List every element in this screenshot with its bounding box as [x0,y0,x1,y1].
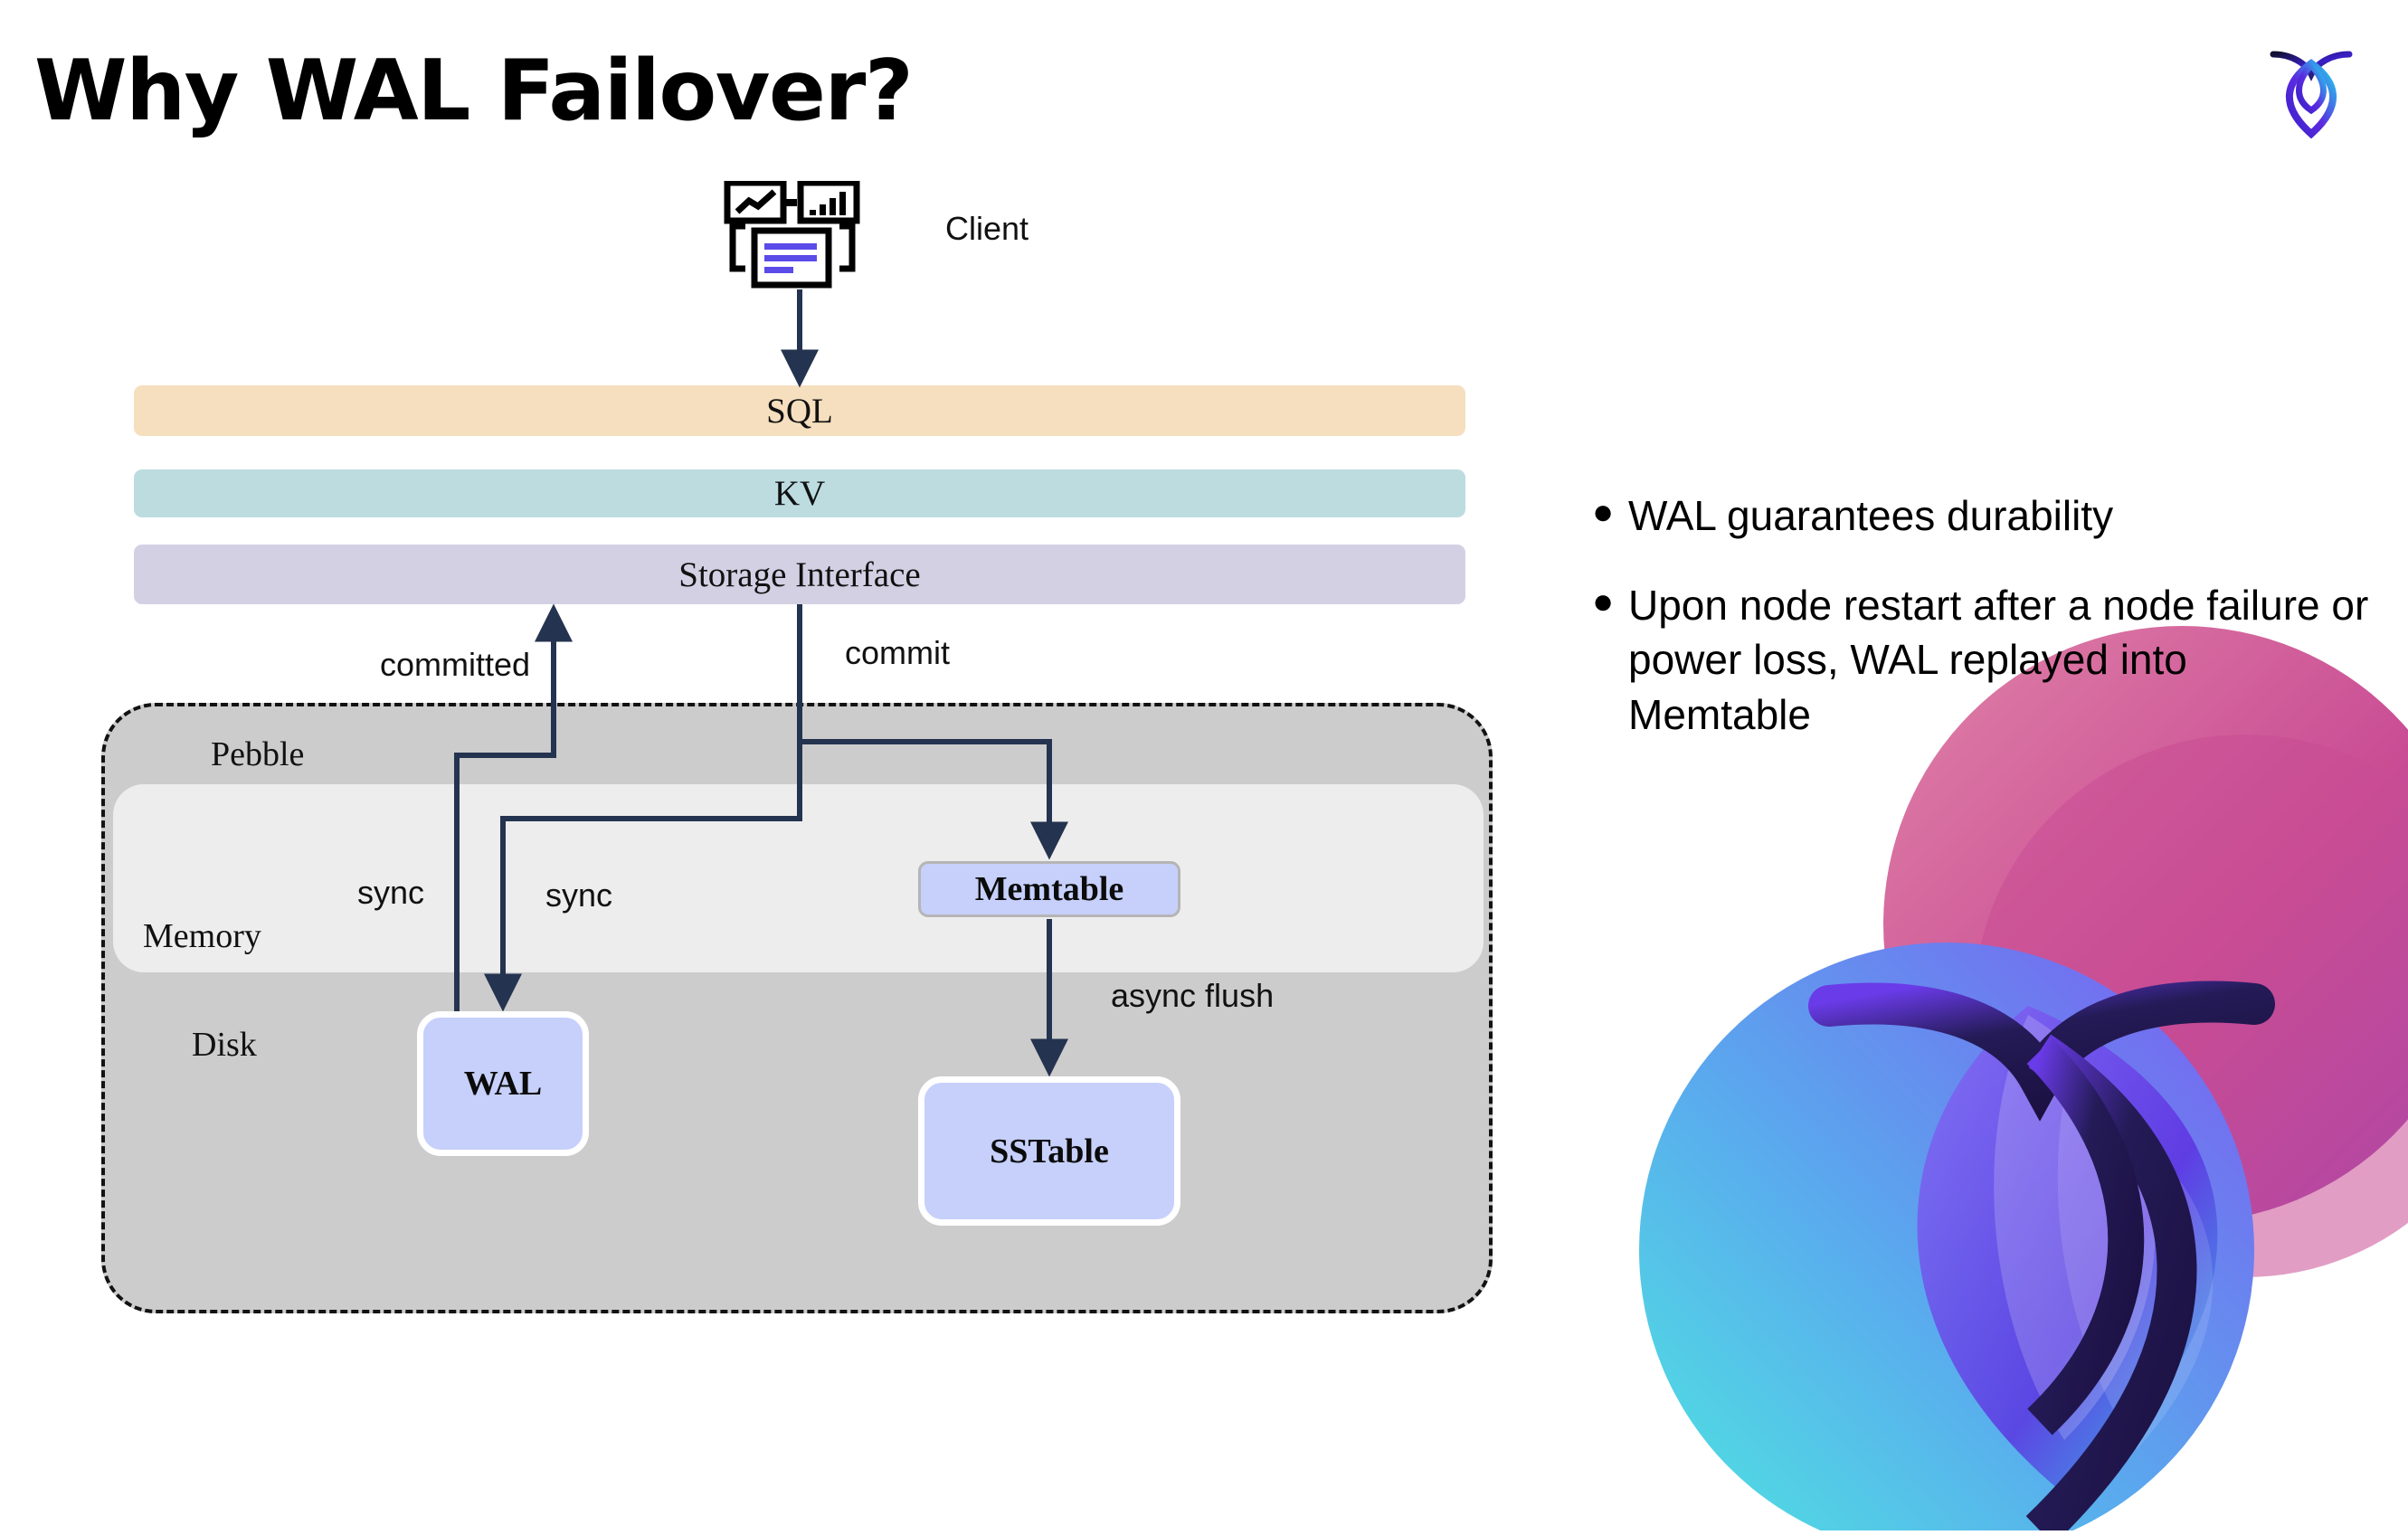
bullet-dot-icon: ● [1592,492,1615,532]
page-title: Why WAL Failover? [34,42,914,139]
node-memtable: Memtable [918,861,1180,917]
node-label-wal: WAL [463,1065,543,1103]
edge-label-sync-right: sync [545,876,613,914]
layer-label-sql: SQL [766,391,833,431]
edge-label-async-flush: async flush [1111,977,1275,1014]
list-item: ● Upon node restart after a node failure… [1592,578,2379,743]
layer-bar-storage: Storage Interface [134,545,1465,604]
bullet-text: WAL guarantees durability [1628,492,2114,539]
cockroach-logo-icon [2257,34,2365,143]
node-sstable: SSTable [918,1076,1180,1226]
architecture-diagram: Client SQL KV Storage Interface Pebble M… [101,179,1493,1313]
edge-label-committed: committed [380,646,531,683]
bullet-list: ● WAL guarantees durability ● Upon node … [1592,488,2379,777]
zone-label-pebble: Pebble [211,735,305,773]
zone-label-disk: Disk [192,1026,257,1064]
bullet-text: Upon node restart after a node failure o… [1628,581,2369,739]
node-label-sstable: SSTable [990,1132,1109,1170]
node-label-memtable: Memtable [974,870,1124,908]
memory-region [113,784,1484,972]
zone-label-memory: Memory [143,917,261,955]
client-label: Client [945,210,1029,247]
layer-bar-sql: SQL [134,385,1465,436]
node-wal: WAL [417,1011,589,1156]
client-workstation-icon [724,179,868,289]
bullet-dot-icon: ● [1592,581,1615,621]
layer-label-storage: Storage Interface [678,554,921,594]
edge-label-sync-left: sync [357,874,425,911]
edge-label-commit: commit [845,634,950,671]
layer-label-kv: KV [773,474,826,513]
layer-bar-kv: KV [134,469,1465,517]
list-item: ● WAL guarantees durability [1592,488,2379,544]
